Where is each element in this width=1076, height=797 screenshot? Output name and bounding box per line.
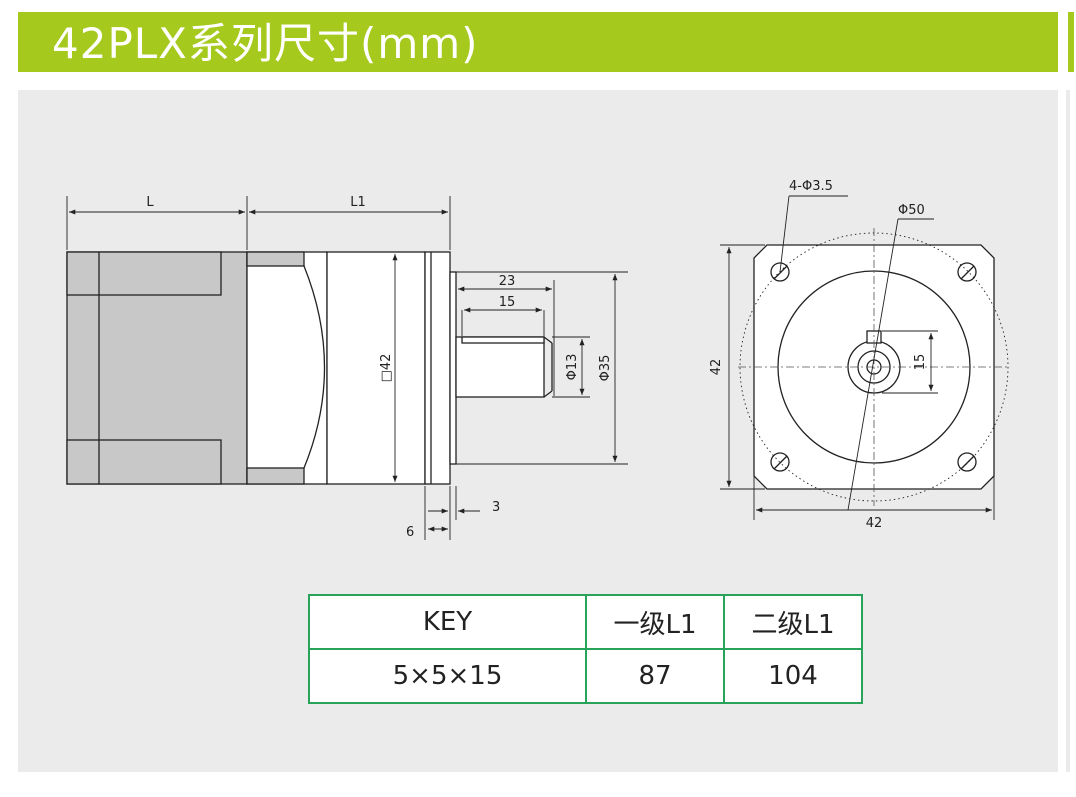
table-header-stage2: 二级L1	[723, 594, 863, 650]
dim-23-label: 23	[499, 274, 516, 289]
page-title: 42PLX系列尺寸(mm)	[52, 19, 479, 68]
table-cell-stage1: 87	[585, 648, 725, 704]
spec-table: KEY 一级L1 二级L1 5×5×15 87 104	[308, 594, 863, 704]
dim-42-horizontal-label: 42	[866, 516, 883, 531]
dim-sq42-label: □42	[379, 354, 394, 383]
dim-42-vertical-label: 42	[709, 359, 724, 376]
side-dimensions	[66, 196, 628, 540]
dim-holes-label: 4-Φ3.5	[789, 179, 833, 194]
panel-edge	[1066, 90, 1070, 772]
front-center-lines	[738, 228, 1010, 506]
dim-15-label: 15	[499, 295, 516, 310]
output-shaft	[455, 336, 545, 398]
dim-15-shaft-label: 15	[913, 354, 928, 371]
table-header-stage1: 一级L1	[585, 594, 725, 650]
side-view	[66, 251, 553, 485]
dim-phi35-label: Φ35	[598, 355, 613, 382]
output-flange	[449, 271, 457, 465]
table-row: 5×5×15 87 104	[308, 648, 863, 704]
front-dimension-labels: 4-Φ3.5 Φ50 42 42 15	[709, 179, 928, 531]
dim-3-label: 3	[492, 500, 500, 515]
dim-6-label: 6	[406, 525, 414, 540]
table-header-row: KEY 一级L1 二级L1	[308, 594, 863, 650]
title-accent-bar	[1068, 12, 1074, 72]
side-dimension-labels: L L1 23 15 □42 Φ13 Φ35 3 6	[146, 195, 613, 540]
dim-phi13-label: Φ13	[565, 354, 580, 381]
table-cell-stage2: 104	[723, 648, 863, 704]
mounting-hole-br	[957, 452, 977, 472]
mounting-hole-bl	[770, 452, 790, 472]
table-cell-key: 5×5×15	[308, 648, 587, 704]
dim-L1-label: L1	[350, 195, 366, 210]
front-dimensions	[720, 195, 995, 520]
dim-phi50-label: Φ50	[898, 203, 925, 218]
gearbox-adapter	[246, 251, 328, 485]
dim-L-label: L	[146, 195, 154, 210]
mounting-hole-tl	[770, 262, 790, 282]
mounting-hole-tr	[957, 262, 977, 282]
table-header-key: KEY	[308, 594, 587, 650]
title-bar: 42PLX系列尺寸(mm)	[18, 12, 1058, 72]
gearbox-body	[326, 251, 426, 485]
